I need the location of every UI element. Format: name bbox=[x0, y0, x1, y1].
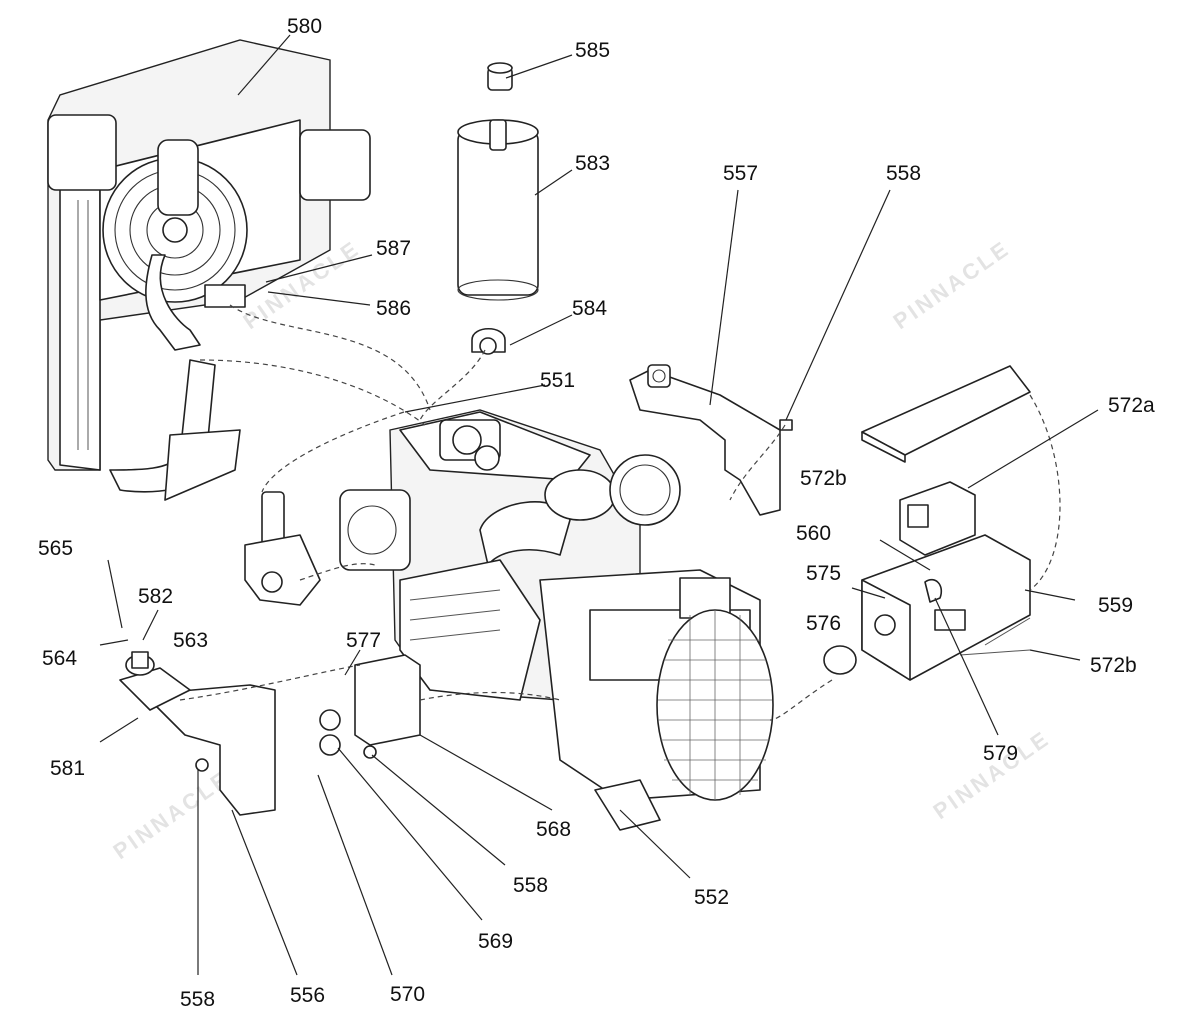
callout-565: 565 bbox=[38, 537, 73, 560]
watermark-text-4: PINNACLE bbox=[929, 725, 1055, 824]
callout-570: 570 bbox=[390, 983, 425, 1006]
alternator-grille bbox=[658, 610, 772, 800]
callout-583: 583 bbox=[575, 152, 610, 175]
callout-552: 552 bbox=[694, 886, 729, 909]
callout-558-bottom: 558 bbox=[180, 988, 215, 1011]
callout-559: 559 bbox=[1098, 594, 1133, 617]
callout-577: 577 bbox=[346, 629, 381, 652]
callout-580: 580 bbox=[287, 15, 322, 38]
mount-plate-568 bbox=[319, 654, 421, 759]
callout-584: 584 bbox=[572, 297, 607, 320]
control-box-cover bbox=[861, 365, 1031, 463]
callout-560: 560 bbox=[796, 522, 831, 545]
callout-585: 585 bbox=[575, 39, 610, 62]
control-module bbox=[899, 481, 976, 556]
callout-568: 568 bbox=[536, 818, 571, 841]
callout-581: 581 bbox=[50, 757, 85, 780]
callout-labels: 580 585 583 557 558 587 586 584 551 572a… bbox=[38, 15, 1155, 1011]
silencer-assembly bbox=[457, 62, 539, 355]
engine-block bbox=[339, 409, 681, 701]
watermark-text-5: PINNACLE bbox=[109, 765, 235, 864]
connection-lines bbox=[179, 304, 1061, 721]
callout-557: 557 bbox=[723, 162, 758, 185]
callout-556: 556 bbox=[290, 984, 325, 1007]
exhaust-flange bbox=[244, 491, 321, 606]
leader-lines bbox=[99, 34, 1099, 976]
callout-551: 551 bbox=[540, 369, 575, 392]
radiator-assembly bbox=[47, 39, 371, 501]
callout-572b-upper: 572b bbox=[800, 467, 847, 490]
watermark-text-3: PINNACLE bbox=[889, 235, 1015, 334]
callout-572b-lower: 572b bbox=[1090, 654, 1137, 677]
callout-575: 575 bbox=[806, 562, 841, 585]
callout-569: 569 bbox=[478, 930, 513, 953]
callout-576: 576 bbox=[806, 612, 841, 635]
callout-582: 582 bbox=[138, 585, 173, 608]
callout-586: 586 bbox=[376, 297, 411, 320]
callout-564: 564 bbox=[42, 647, 77, 670]
callout-579: 579 bbox=[983, 742, 1018, 765]
alternator bbox=[539, 569, 774, 831]
callout-587: 587 bbox=[376, 237, 411, 260]
engine-mount-bracket-556 bbox=[119, 651, 276, 816]
callout-572a: 572a bbox=[1108, 394, 1155, 417]
control-box-559 bbox=[823, 534, 1031, 681]
engine-mount-bracket-557 bbox=[629, 364, 793, 516]
callout-558-top: 558 bbox=[886, 162, 921, 185]
callout-558-middle: 558 bbox=[513, 874, 548, 897]
callout-563: 563 bbox=[173, 629, 208, 652]
